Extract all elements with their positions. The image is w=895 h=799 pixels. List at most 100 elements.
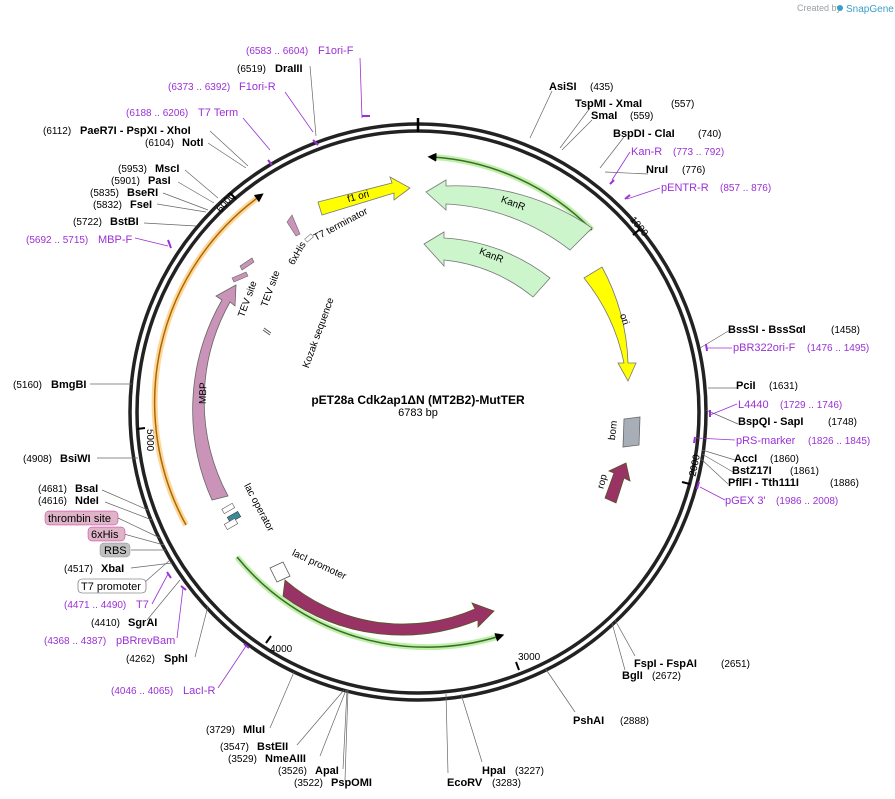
site-bspqi-sapi[interactable]: BspQI - SapI — [738, 416, 803, 428]
site-tspmi-xmai[interactable]: TspMI - XmaI — [575, 98, 642, 110]
feature-tev-site-1[interactable]: TEV site — [231, 271, 260, 319]
badge-label: RBS — [104, 545, 127, 557]
site-acci[interactable]: AccI — [734, 453, 757, 465]
badge-6xhis[interactable]: 6xHis — [87, 526, 126, 542]
site-fsei[interactable]: FseI — [130, 199, 152, 211]
site-bsiwi[interactable]: BsiWI — [60, 453, 91, 465]
primer-t7[interactable]: T7 — [136, 599, 149, 611]
site-bmgbi[interactable]: BmgBI — [51, 379, 86, 391]
primer-f1ori-f[interactable]: F1ori-F — [318, 45, 354, 57]
site-paer7i-pspxi-xhoi[interactable]: PaeR7I - PspXI - XhoI — [80, 125, 191, 137]
site-draiii[interactable]: DraIII — [275, 63, 303, 75]
badge-t7-promoter[interactable]: T7 promoter — [77, 578, 147, 594]
primer-mbp-f[interactable]: MBP-F — [98, 234, 133, 246]
site-bstbi[interactable]: BstBI — [110, 216, 139, 228]
tick-4000: 4000 — [270, 644, 293, 655]
svg-text:(2672): (2672) — [652, 671, 681, 682]
site-pshai[interactable]: PshAI — [573, 715, 604, 727]
svg-text:(3526): (3526) — [278, 766, 307, 777]
svg-text:(4046 .. 4065): (4046 .. 4065) — [111, 686, 173, 697]
site-bgli[interactable]: BglI — [622, 670, 643, 682]
primer-marks — [166, 115, 711, 649]
site-bsteii[interactable]: BstEII — [257, 741, 288, 753]
site-pasi[interactable]: PasI — [148, 175, 171, 187]
site-smai[interactable]: SmaI — [591, 110, 617, 122]
primer-pentr-r[interactable]: pENTR-R — [661, 182, 709, 194]
svg-text:(4908): (4908) — [23, 454, 52, 465]
svg-text:(6188 .. 6206): (6188 .. 6206) — [126, 108, 188, 119]
feature-bom[interactable]: bom — [607, 416, 641, 448]
ruler: 1000 2000 3000 4000 5000 6000 — [136, 191, 703, 671]
site-nmeaiii[interactable]: NmeAIII — [265, 753, 306, 765]
feature-kozak[interactable]: Kozak sequence — [262, 296, 337, 370]
site-bsssi[interactable]: BssSI - BssSαI — [728, 324, 806, 336]
svg-text:(4262): (4262) — [126, 654, 155, 665]
svg-text:(4368 .. 4387): (4368 .. 4387) — [44, 636, 106, 647]
site-fspi-fspai[interactable]: FspI - FspAI — [634, 658, 697, 670]
site-sphi[interactable]: SphI — [164, 653, 188, 665]
badge-thrombin-site[interactable]: thrombin site — [44, 510, 119, 526]
svg-text:(6373 .. 6392): (6373 .. 6392) — [168, 82, 230, 93]
feature-ori[interactable]: ori — [583, 266, 637, 382]
primer-laci-r[interactable]: LacI-R — [183, 685, 215, 697]
primer-prs-marker[interactable]: pRS-marker — [736, 435, 796, 447]
site-ecorv[interactable]: EcoRV — [447, 777, 483, 789]
site-pcii[interactable]: PciI — [736, 380, 756, 392]
svg-text:(4681): (4681) — [38, 484, 67, 495]
tick-5000: 5000 — [144, 429, 155, 452]
site-nrui[interactable]: NruI — [646, 164, 668, 176]
svg-text:(1860): (1860) — [770, 454, 799, 465]
site-ndei[interactable]: NdeI — [75, 495, 99, 507]
feature-rop[interactable]: rop — [595, 462, 631, 504]
primer-kan-r[interactable]: Kan-R — [631, 146, 662, 158]
primer-pbr322ori-f[interactable]: pBR322ori-F — [733, 342, 796, 354]
feature-6xhis[interactable]: 6xHis — [286, 214, 309, 267]
site-asisi[interactable]: AsiSI — [549, 81, 577, 93]
primer-pbrrevbam[interactable]: pBRrevBam — [116, 635, 175, 647]
feature-kanr-2[interactable]: KanR — [423, 231, 551, 298]
primer-l4440[interactable]: L4440 — [738, 399, 769, 411]
svg-text:(1458): (1458) — [831, 325, 860, 336]
site-bspdi-clai[interactable]: BspDI - ClaI — [613, 128, 675, 140]
site-mlui[interactable]: MluI — [243, 724, 265, 736]
primer-t7-term[interactable]: T7 Term — [198, 107, 238, 119]
site-msci[interactable]: MscI — [155, 163, 179, 175]
site-bsai[interactable]: BsaI — [75, 483, 98, 495]
site-xbai[interactable]: XbaI — [101, 563, 124, 575]
feature-kanr-1[interactable]: KanR — [425, 179, 593, 251]
svg-text:(1476 .. 1495): (1476 .. 1495) — [807, 343, 869, 354]
primer-f1ori-r[interactable]: F1ori-R — [239, 81, 276, 93]
feature-label: TEV site — [236, 279, 259, 319]
svg-text:(3547): (3547) — [220, 742, 249, 753]
feature-lac-operator[interactable]: lac operator — [221, 482, 276, 534]
site-apai[interactable]: ApaI — [315, 765, 339, 777]
svg-text:(2651): (2651) — [721, 659, 750, 670]
svg-text:(3729): (3729) — [206, 725, 235, 736]
site-noti[interactable]: NotI — [182, 137, 203, 149]
badge-rbs[interactable]: RBS — [99, 542, 131, 558]
svg-text:(5160): (5160) — [13, 380, 42, 391]
orf-arcs — [151, 152, 595, 651]
site-pspomi[interactable]: PspOMI — [331, 777, 372, 789]
feature-f1-ori[interactable]: f1 ori — [317, 176, 411, 216]
feature-t7-terminator[interactable]: T7 terminator — [304, 206, 371, 244]
site-pflfi-tth111i[interactable]: PflFI - Tth111I — [728, 477, 799, 489]
primers: (6583 .. 6604) F1ori-F (6373 .. 6392) F1… — [26, 45, 870, 697]
feature-laci-promoter[interactable]: lacI promoter — [269, 548, 348, 583]
site-bstz17i[interactable]: BstZ17I — [732, 465, 772, 477]
svg-text:(4410): (4410) — [91, 618, 120, 629]
svg-text:(3283): (3283) — [492, 778, 521, 789]
site-bseri[interactable]: BseRI — [127, 187, 158, 199]
site-sgrai[interactable]: SgrAI — [128, 617, 157, 629]
feature-mbp[interactable]: MBP — [192, 284, 237, 501]
svg-text:(435): (435) — [590, 82, 613, 93]
svg-text:(5832): (5832) — [93, 200, 122, 211]
svg-text:(857 .. 876): (857 .. 876) — [720, 183, 771, 194]
feature-label: rop — [595, 473, 609, 490]
feature-laci[interactable]: lacI — [282, 579, 495, 636]
svg-text:(5901): (5901) — [111, 176, 140, 187]
primer-pgex-3[interactable]: pGEX 3' — [725, 495, 766, 507]
svg-text:(6519): (6519) — [237, 64, 266, 75]
site-hpai[interactable]: HpaI — [482, 765, 506, 777]
svg-text:(4616): (4616) — [38, 496, 67, 507]
